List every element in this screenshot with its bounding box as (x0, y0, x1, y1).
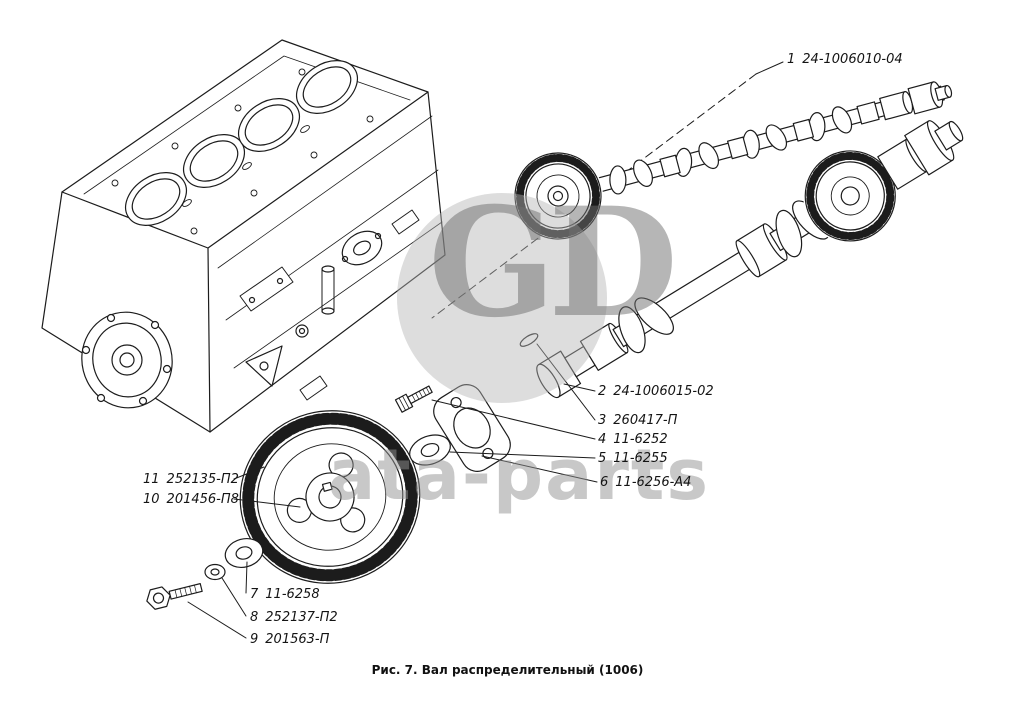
part-number: 11-6252 (613, 432, 668, 447)
part-label-2: 2 24-1006015-02 (598, 384, 714, 399)
camshaft-assembly (513, 81, 953, 241)
part-label-7: 7 11-6258 (250, 587, 320, 602)
part-label-11: 11 252135-П2 (143, 472, 239, 487)
gear-bolt (146, 582, 203, 610)
part-ref: 2 (598, 384, 607, 399)
part-number: 11-6258 (265, 587, 320, 602)
lock-washer (204, 563, 226, 581)
part-number: 24-1006015-02 (613, 384, 714, 399)
part-number: 252135-П2 (166, 472, 239, 487)
part-ref: 1 (787, 52, 796, 67)
part-ref: 3 (598, 413, 607, 428)
thrust-washer (224, 538, 264, 568)
part-number: 252137-П2 (265, 610, 338, 625)
part-number: 260417-П (613, 413, 678, 428)
woodruff-key (519, 333, 539, 347)
part-ref: 8 (250, 610, 259, 625)
part-label-9: 9 201563-П (250, 632, 329, 647)
part-label-1: 1 24-1006010-04 (787, 52, 903, 67)
part-ref: 9 (250, 632, 259, 647)
part-label-3: 3 260417-П (598, 413, 677, 428)
thrust-plate (433, 384, 511, 472)
part-ref: 6 (600, 475, 609, 490)
part-label-4: 4 11-6252 (598, 432, 668, 447)
part-number: 11-6256-А4 (615, 475, 692, 490)
part-label-10: 10 201456-П8 (143, 492, 239, 507)
part-number: 11-6255 (613, 451, 668, 466)
fastening-bolt (394, 385, 433, 413)
washer-large (409, 434, 451, 466)
part-ref: 11 (143, 472, 160, 487)
part-ref: 7 (250, 587, 259, 602)
part-ref: 10 (143, 492, 160, 507)
leader-lines (187, 61, 784, 639)
part-label-8: 8 252137-П2 (250, 610, 338, 625)
engine-block (41, 39, 446, 433)
part-number: 24-1006010-04 (802, 52, 903, 67)
figure-caption: Рис. 7. Вал распределительный (1006) (371, 663, 644, 677)
part-number: 201456-П8 (166, 492, 239, 507)
timing-gear (238, 405, 422, 589)
part-label-5: 5 11-6255 (598, 451, 668, 466)
part-ref: 4 (598, 432, 607, 447)
part-number: 201563-П (265, 632, 330, 647)
camshaft (536, 120, 964, 399)
part-ref: 5 (598, 451, 607, 466)
part-label-6: 6 11-6256-А4 (600, 475, 691, 490)
